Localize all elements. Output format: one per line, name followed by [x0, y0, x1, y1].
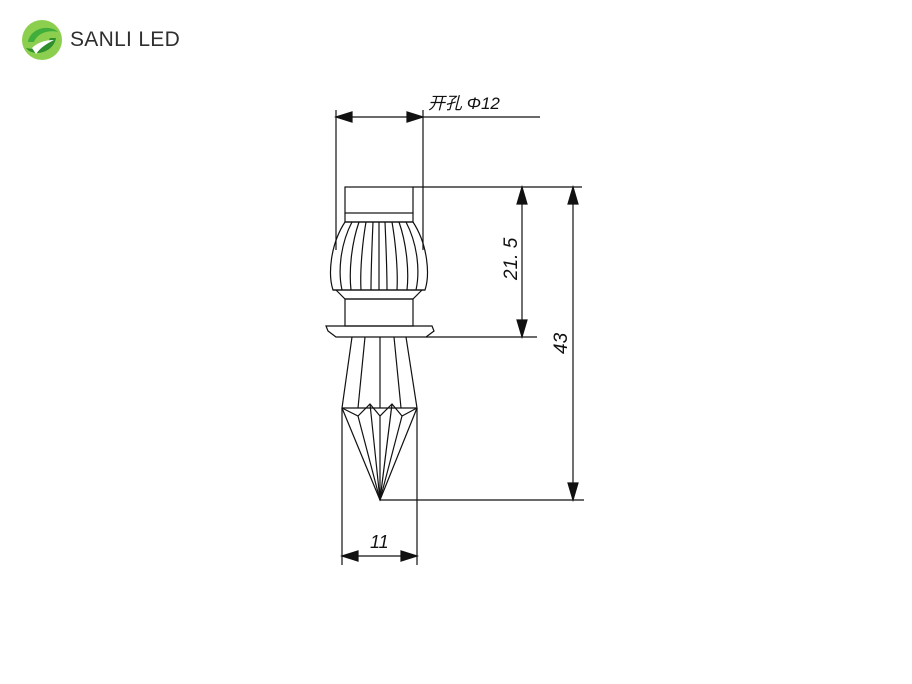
neck [344, 298, 414, 327]
upper-height-label: 21. 5 [501, 237, 522, 281]
hole-dimension: 开孔 Φ12 [333, 94, 540, 250]
total-height-label: 43 [551, 332, 572, 354]
height-dimensions: 21. 5 43 [380, 184, 584, 503]
brand-name: SANLI LED [70, 28, 181, 51]
hole-arrow-right [406, 111, 426, 123]
hole-label: 开孔 Φ12 [428, 94, 500, 113]
hole-arrow-left [333, 111, 353, 123]
width-dimension: 11 [339, 408, 420, 565]
width-label: 11 [370, 532, 389, 552]
sanli-logo-icon [22, 20, 62, 60]
brand-logo: SANLI LED [20, 18, 180, 62]
bulb-base [335, 289, 423, 300]
lamp-body [325, 186, 435, 502]
flange [325, 325, 435, 338]
top-cap [344, 186, 414, 214]
